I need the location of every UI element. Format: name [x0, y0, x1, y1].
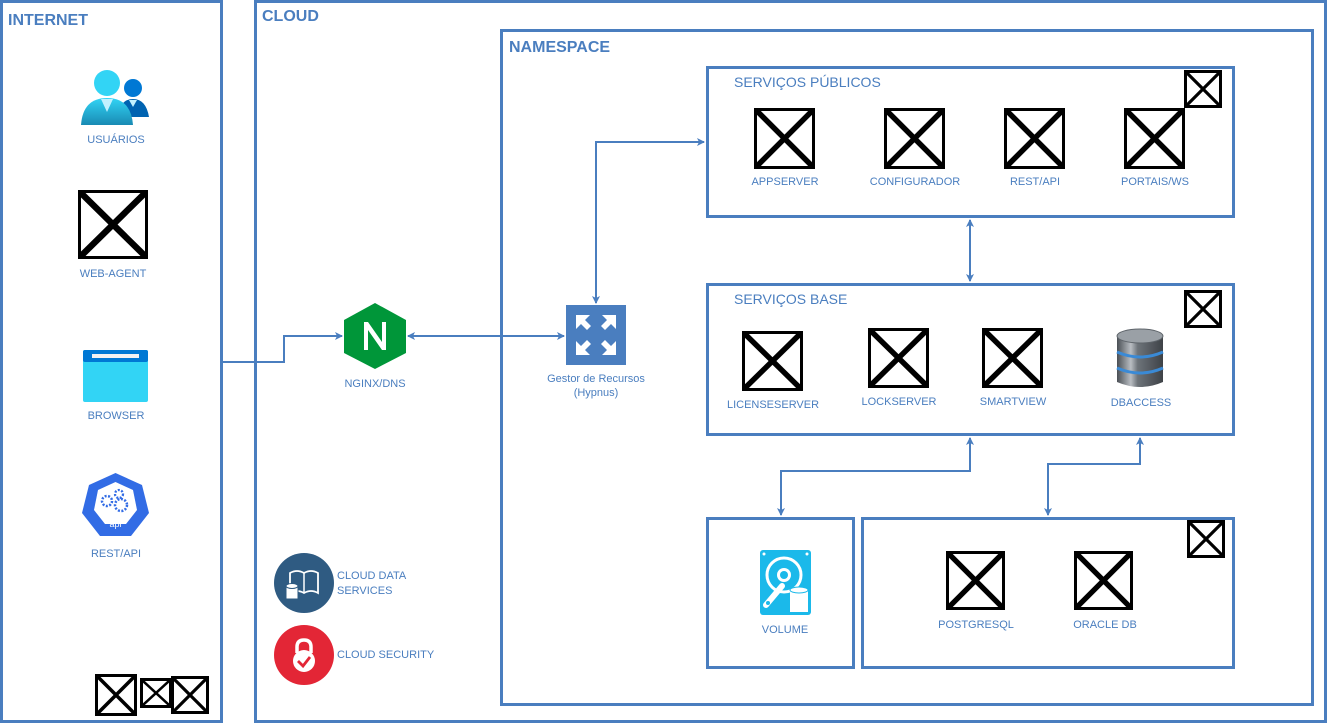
licenseserver-icon[interactable] — [742, 331, 803, 391]
namespace-zone — [500, 29, 1314, 706]
configurador-label: CONFIGURADOR — [869, 176, 961, 188]
lockserver-label: LOCKSERVER — [861, 396, 937, 408]
namespace-zone-title: NAMESPACE — [509, 39, 611, 56]
cloud-data-services-icon — [274, 553, 334, 613]
appserver-label: APPSERVER — [751, 176, 819, 188]
postgresql-label: POSTGRESQL — [938, 619, 1014, 631]
cloud-security-lock-icon — [274, 625, 334, 685]
users-icon[interactable] — [80, 69, 150, 125]
smartview-icon[interactable] — [982, 328, 1043, 388]
oracle-db-icon[interactable] — [1074, 551, 1133, 610]
legend-icon-2 — [140, 678, 172, 708]
rest-api-service-label: REST/API — [1009, 176, 1061, 188]
cloud-data-label-line1: CLOUD DATA — [337, 570, 407, 582]
browser-window-icon[interactable] — [83, 350, 148, 402]
resize-arrows-icon[interactable] — [566, 305, 626, 365]
gestor-label-line2: (Hypnus) — [573, 387, 619, 399]
internet-zone-title: INTERNET — [8, 12, 88, 29]
servicos-base-title: SERVIÇOS BASE — [734, 291, 848, 307]
cloud-data-label-line2: SERVICES — [337, 585, 393, 597]
browser-label: BROWSER — [87, 410, 145, 422]
volume-group — [706, 517, 855, 669]
licenseserver-label: LICENSESERVER — [726, 399, 820, 411]
portais-ws-icon[interactable] — [1124, 108, 1185, 169]
gestor-label-line1: Gestor de Recursos — [547, 373, 645, 385]
rest-api-service-icon[interactable] — [1004, 108, 1065, 169]
legend-icon-3 — [171, 676, 209, 714]
nginx-label: NGINX/DNS — [344, 378, 406, 390]
oracle-db-label: ORACLE DB — [1073, 619, 1137, 631]
rest-api-label: REST/API — [90, 548, 142, 560]
hard-disk-icon[interactable] — [760, 550, 811, 615]
nginx-icon[interactable] — [344, 303, 406, 369]
legend-icon-1 — [95, 674, 137, 716]
servicos-base-group — [706, 283, 1235, 436]
database-icon[interactable] — [1114, 328, 1166, 390]
web-agent-label: WEB-AGENT — [79, 268, 147, 280]
cloud-zone-title: CLOUD — [262, 8, 319, 25]
servicos-publicos-group — [706, 66, 1235, 218]
web-agent-icon[interactable] — [78, 190, 148, 259]
servicos-publicos-title: SERVIÇOS PÚBLICOS — [734, 74, 881, 90]
volume-label: VOLUME — [761, 624, 809, 636]
dbaccess-label: DBACCESS — [1110, 397, 1172, 409]
api-gears-icon[interactable]: api — [81, 472, 150, 540]
cloud-security-label: CLOUD SECURITY — [337, 649, 435, 661]
configurador-icon[interactable] — [884, 108, 945, 169]
smartview-label: SMARTVIEW — [979, 396, 1047, 408]
users-label: USUÁRIOS — [87, 134, 145, 146]
databases-group — [861, 517, 1235, 669]
servicos-base-group-icon — [1184, 290, 1222, 328]
lockserver-icon[interactable] — [868, 328, 929, 388]
internet-zone — [0, 0, 223, 723]
appserver-icon[interactable] — [754, 108, 815, 169]
portais-ws-label: PORTAIS/WS — [1120, 176, 1190, 188]
servicos-publicos-group-icon — [1184, 70, 1222, 108]
postgresql-icon[interactable] — [946, 551, 1005, 610]
databases-group-icon — [1187, 520, 1225, 558]
svg-text:api: api — [109, 519, 121, 529]
